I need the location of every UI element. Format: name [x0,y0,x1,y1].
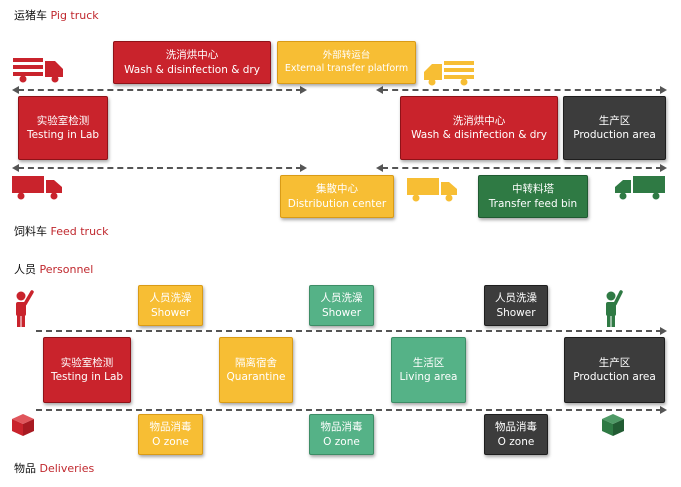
box-o-zone-1: 物品消毒 O zone [138,414,203,455]
box-distribution-center: 集散中心 Distribution center [280,175,394,218]
yellow-truck-icon [424,61,474,86]
box-label-zh: 外部转运台 [322,49,371,61]
box-label-zh: 生产区 [598,356,631,369]
box-label-en: Shower [150,306,191,319]
box-label-en: Wash & disinfection & dry [124,63,260,76]
deliveries-path [36,409,662,411]
feed-truck-path-left [18,167,302,169]
arrow-right-icon [300,86,307,94]
arrow-left-icon [12,164,19,172]
box-label-en: External transfer platform [284,62,409,74]
arrow-right-icon [660,406,667,414]
box-label-zh: 隔离宿舍 [235,356,277,369]
box-label-zh: 洗消烘中心 [165,49,219,62]
box-label-zh: 集散中心 [316,183,358,196]
box-label-zh: 物品消毒 [320,421,363,434]
section-label-pig-truck: 运猪车 Pig truck [14,7,99,23]
green-package-icon [602,414,624,436]
arrow-right-icon [300,164,307,172]
section-label-zh: 物品 [14,462,36,475]
section-label-zh: 人员 [14,263,36,276]
box-label-en: Living area [399,371,458,383]
box-label-en: Testing in Lab [50,371,124,383]
section-label-deliveries: 物品 Deliveries [14,460,94,476]
box-o-zone-3: 物品消毒 O zone [484,414,548,455]
box-label-zh: 人员洗澡 [149,292,192,305]
box-living-area: 生活区 Living area [391,337,466,403]
section-label-feed-truck: 饲料车 Feed truck [14,223,108,239]
arrow-right-icon [660,86,667,94]
box-o-zone-2: 物品消毒 O zone [309,414,374,455]
box-label-en: Testing in Lab [26,129,100,141]
box-label-en: O zone [152,435,189,448]
box-label-zh: 实验室检测 [60,356,114,369]
pig-truck-path-left [18,89,302,91]
section-label-personnel: 人员 Personnel [14,261,93,277]
box-label-en: Distribution center [287,197,387,210]
box-testing-in-lab-top: 实验室检测 Testing in Lab [18,96,108,160]
green-person-icon [606,290,623,327]
box-production-area-top: 生产区 Production area [563,96,666,160]
feed-truck-path-right [382,167,662,169]
box-label-en: Quarantine [226,371,286,383]
box-wash-disinfection-right: 洗消烘中心 Wash & disinfection & dry [400,96,558,160]
box-shower-1: 人员洗澡 Shower [138,285,203,326]
box-label-zh: 中转料塔 [512,183,554,196]
section-label-zh: 饲料车 [14,225,47,238]
box-label-zh: 人员洗澡 [320,292,363,305]
box-label-zh: 人员洗澡 [495,292,537,305]
box-label-zh: 洗消烘中心 [452,114,506,127]
box-label-en: Shower [321,306,362,319]
arrow-left-icon [376,86,383,94]
box-label-en: Production area [573,129,656,141]
box-label-en: O zone [497,435,535,448]
section-label-zh: 运猪车 [14,9,47,22]
box-label-en: O zone [323,435,360,448]
arrow-right-icon [660,327,667,335]
section-label-en: Pig truck [50,9,99,22]
red-person-icon [16,290,34,327]
section-label-en: Feed truck [50,225,109,238]
section-label-en: Personnel [39,263,94,276]
box-quarantine: 隔离宿舍 Quarantine [219,337,293,403]
box-wash-disinfection-top: 洗消烘中心 Wash & disinfection & dry [113,41,271,84]
red-package-icon [12,414,34,436]
red-truck-icon [13,58,63,83]
box-label-zh: 生产区 [598,114,631,127]
box-label-zh: 生活区 [412,356,445,369]
arrow-left-icon [12,86,19,94]
box-production-area-bottom: 生产区 Production area [564,337,665,403]
green-truck-icon [615,176,665,200]
box-label-en: Production area [573,371,656,383]
red-truck-icon [12,176,62,200]
box-transfer-feed-bin: 中转料塔 Transfer feed bin [478,175,588,218]
arrow-left-icon [376,164,383,172]
box-label-en: Transfer feed bin [488,197,578,210]
box-testing-in-lab-bottom: 实验室检测 Testing in Lab [43,337,131,403]
pig-truck-path-right [382,89,662,91]
yellow-truck-icon [407,178,457,202]
box-label-en: Shower [496,306,536,319]
box-external-transfer-platform: 外部转运台 External transfer platform [277,41,416,84]
box-label-en: Wash & disinfection & dry [411,129,547,141]
box-label-zh: 实验室检测 [36,114,90,127]
section-label-en: Deliveries [39,462,95,475]
box-label-zh: 物品消毒 [149,421,192,434]
personnel-path [36,330,662,332]
box-shower-3: 人员洗澡 Shower [484,285,548,326]
box-label-zh: 物品消毒 [495,421,537,434]
box-shower-2: 人员洗澡 Shower [309,285,374,326]
arrow-right-icon [660,164,667,172]
